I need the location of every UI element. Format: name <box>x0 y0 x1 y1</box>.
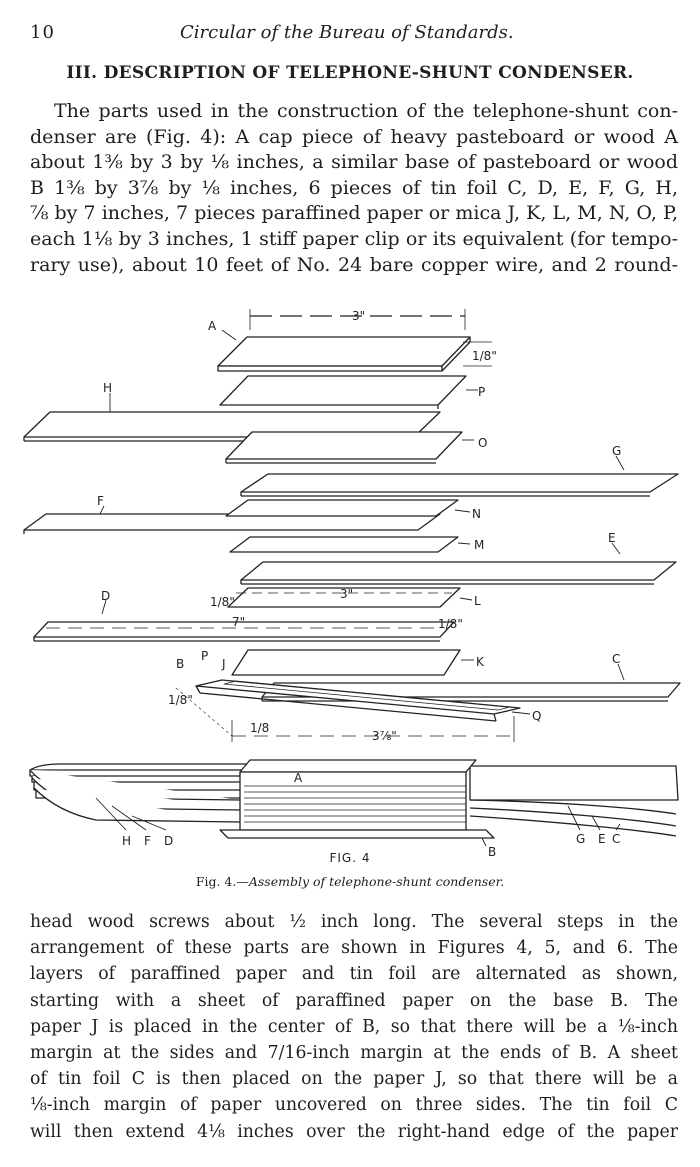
caption-prefix: Fig. 4.— <box>195 874 249 889</box>
paragraph-parts-list: The parts used in the construction of th… <box>30 99 678 278</box>
text-line: starting with a sheet of paraffined pape… <box>30 990 678 1011</box>
label-o: O <box>478 436 487 450</box>
dim-three-seven-eighths: 3⅞" <box>372 729 397 743</box>
figure-caption: Fig. 4.—Assembly of telephone-shunt cond… <box>0 874 700 889</box>
label-l: L <box>474 594 481 608</box>
label-e-bottom: E <box>598 832 606 846</box>
foil-e <box>240 561 677 585</box>
cap-piece-a <box>217 336 471 372</box>
label-p: P <box>478 385 485 399</box>
label-m: M <box>474 538 484 552</box>
dim-one-eighth: 1/8" <box>472 349 497 363</box>
text-line: arrangement of these parts are shown in … <box>30 938 678 959</box>
text-line: head wood screws about ½ inch long. The … <box>30 912 678 932</box>
paper-l <box>227 587 461 608</box>
text-line: paper J is placed in the center of B, so… <box>30 1016 678 1037</box>
label-j: J <box>221 657 226 671</box>
text-line: of tin foil C is then placed on the pape… <box>30 1069 678 1090</box>
paper-p <box>219 375 467 409</box>
figure-label: FIG. 4 <box>329 851 371 865</box>
label-h: H <box>103 381 112 395</box>
label-a-assembled: A <box>294 771 303 785</box>
dim-frac-one-eighth: 1/8 <box>250 721 269 735</box>
text-line: each 1⅛ by 3 inches, 1 stiff paper clip … <box>30 227 678 250</box>
label-d-bottom: D <box>164 834 173 848</box>
label-g-bottom: G <box>576 832 585 846</box>
label-f-bottom: F <box>144 834 151 848</box>
paragraph-assembly-steps: head wood screws about ½ inch long. The … <box>30 909 678 1145</box>
text-line: will then extend 4⅛ inches over the righ… <box>30 1121 678 1142</box>
paper-m <box>229 536 459 553</box>
label-b: B <box>176 657 184 671</box>
text-line: The parts used in the construction of th… <box>54 100 678 122</box>
label-b-bottom: B <box>488 845 496 859</box>
paper-o <box>225 431 463 464</box>
label-k: K <box>476 655 485 669</box>
base-b <box>175 679 521 742</box>
foil-f <box>23 513 441 534</box>
label-n: N <box>472 507 481 521</box>
page-number: 10 <box>30 22 55 43</box>
running-title: Circular of the Bureau of Standards. <box>180 22 514 43</box>
dim-three: 3" <box>352 309 365 323</box>
text-line: about 1⅜ by 3 by ⅛ inches, a similar bas… <box>30 151 678 174</box>
caption-text: Assembly of telephone-shunt condenser. <box>248 874 505 889</box>
foil-g <box>240 473 679 497</box>
text-line: B 1⅜ by 3⅞ by ⅛ inches, 6 pieces of tin … <box>30 176 678 199</box>
text-line: layers of paraffined paper and tin foil … <box>30 964 678 985</box>
label-f: F <box>97 494 104 508</box>
text-line: ⅛-inch margin of paper uncovered on thre… <box>30 1095 678 1116</box>
assembled-condenser <box>29 759 679 839</box>
label-d: D <box>101 589 110 603</box>
dim-seven: 7" <box>232 615 245 629</box>
text-line: ⅞ by 7 inches, 7 pieces paraffined paper… <box>30 202 678 225</box>
assembly-figure: A 3" 1/8" P H O G F N M E D 1/8" 3" L 7"… <box>23 309 681 859</box>
section-title: III. DESCRIPTION OF TELEPHONE-SHUNT COND… <box>66 63 634 83</box>
page-header: 10 Circular of the Bureau of Standards. <box>30 22 670 44</box>
label-e: E <box>608 531 616 545</box>
text-line: denser are (Fig. 4): A cap piece of heav… <box>30 125 678 148</box>
foil-d <box>33 621 455 642</box>
label-c-bottom: C <box>612 832 620 846</box>
paper-k <box>231 649 461 676</box>
label-p2: P <box>201 649 208 663</box>
paper-n <box>225 499 459 517</box>
label-g: G <box>612 444 621 458</box>
text-line: rary use), about 10 feet of No. 24 bare … <box>30 253 678 276</box>
dim-one-eighth-d: 1/8" <box>438 617 463 631</box>
dim-one-eighth-l: 1/8" <box>210 595 235 609</box>
label-q: Q <box>532 709 541 723</box>
label-h-bottom: H <box>122 834 131 848</box>
dim-one-eighth-b: 1/8" <box>168 693 193 707</box>
label-c: C <box>612 652 620 666</box>
dim-three-l: 3" <box>340 587 353 601</box>
text-line: margin at the sides and 7/16-inch margin… <box>30 1043 678 1064</box>
label-a: A <box>208 319 217 333</box>
